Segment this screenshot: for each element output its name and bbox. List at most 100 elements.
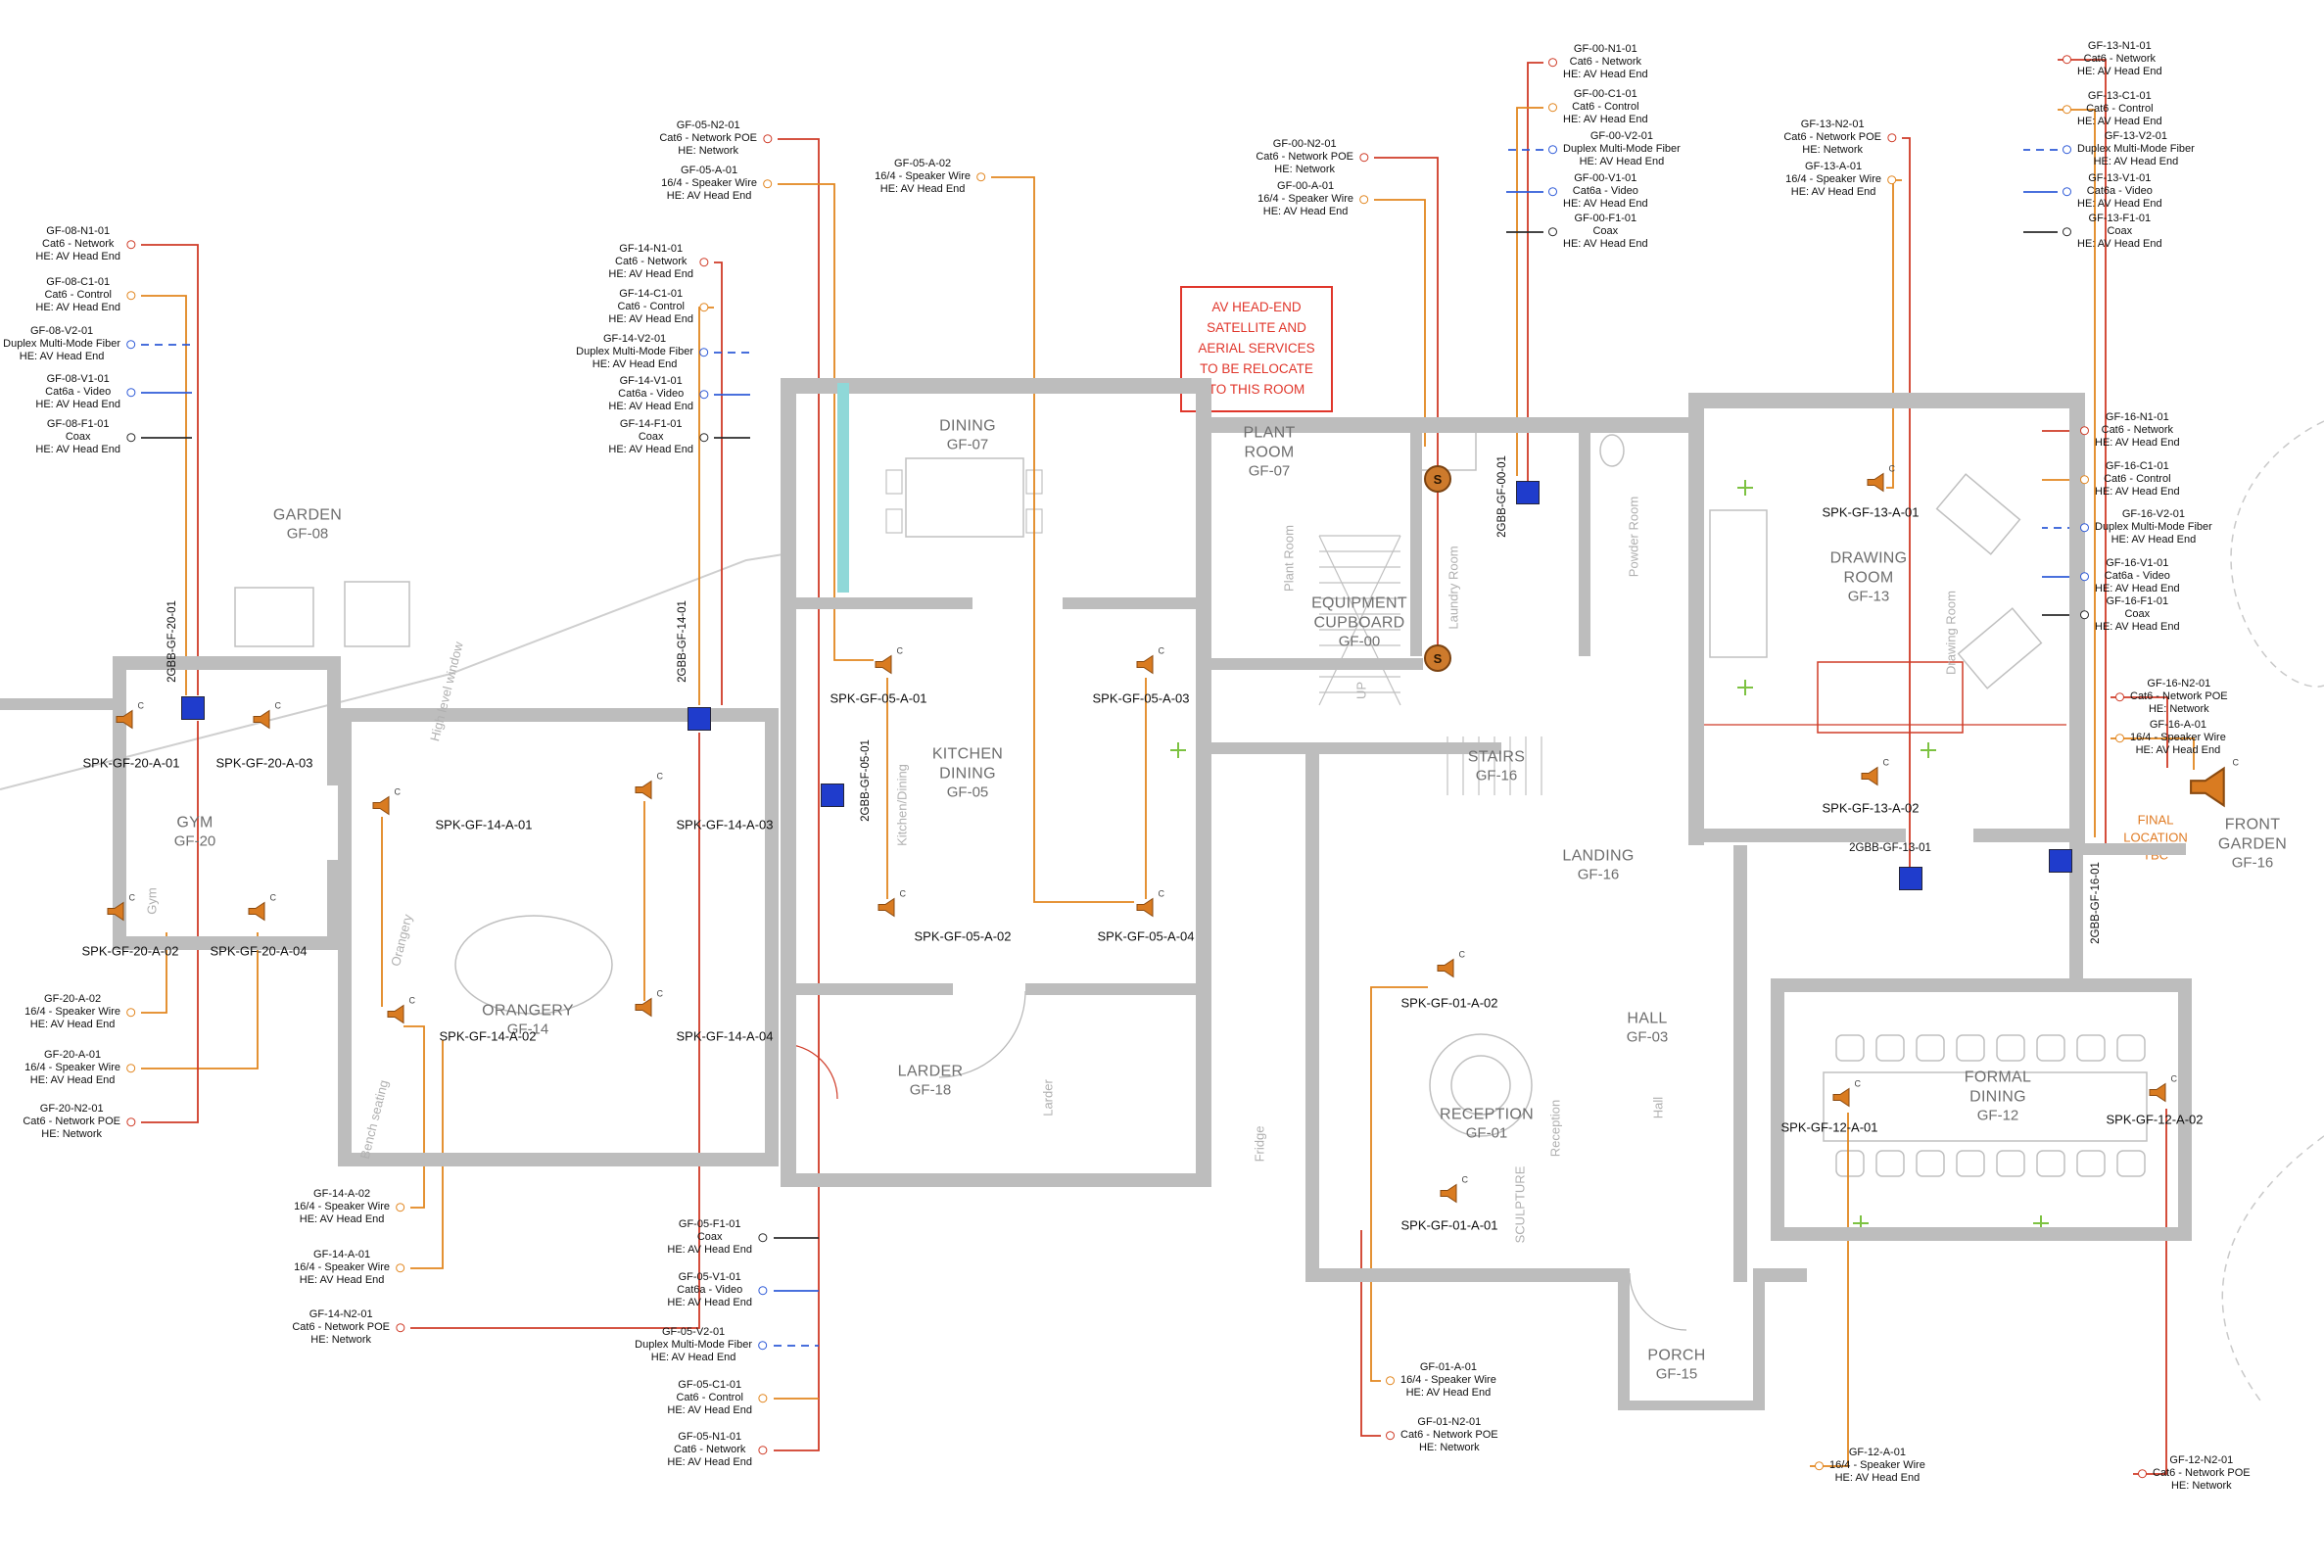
wall-segment	[1211, 658, 1423, 670]
cable-run-speaker	[2111, 737, 2195, 770]
callout-destination: HE: AV Head End	[1834, 1472, 1921, 1485]
callout-destination: HE: AV Head End	[667, 1456, 752, 1469]
cable-run-network	[2111, 696, 2168, 768]
dining-chair	[2116, 1150, 2146, 1177]
cable-connector-icon	[2080, 475, 2089, 485]
speaker-horn-glyph	[1136, 654, 1154, 675]
cable-connector-icon	[126, 1064, 135, 1073]
callout-cable-type: 16/4 - Speaker Wire	[294, 1201, 390, 1213]
cable-run-network	[141, 244, 199, 695]
wall-segment	[781, 378, 1211, 394]
cable-run-network	[1374, 157, 1439, 646]
callout-cable-type: 16/4 - Speaker Wire	[1829, 1459, 1925, 1472]
speaker-circuit-flag: C	[269, 892, 277, 903]
cable-connector-icon	[976, 172, 985, 182]
callout-id: GF-16-V2-01	[2121, 508, 2186, 521]
wall-segment	[796, 597, 972, 609]
room-code: GF-16	[1475, 767, 1518, 784]
cable-connector-icon	[1359, 153, 1368, 163]
callout-destination: HE: AV Head End	[666, 190, 752, 203]
speaker-circuit-flag: C	[1882, 757, 1890, 768]
area-label: Drawing Room	[1943, 591, 1959, 675]
furniture-outline	[905, 457, 1024, 538]
dining-chair	[885, 508, 903, 534]
dining-chair	[1916, 1034, 1945, 1062]
speaker-icon: C	[1861, 758, 1889, 791]
speaker-label-spk-gf-05-a-02: SPK-GF-05-A-02	[914, 928, 1012, 944]
room-code: GF-16	[2231, 854, 2274, 872]
garden-outline	[2230, 420, 2324, 688]
cable-run-speaker	[1370, 986, 1428, 1382]
callout-destination: HE: AV Head End	[1405, 1387, 1492, 1400]
door-swing	[938, 990, 1026, 1078]
cable-run-control	[141, 295, 187, 695]
callout-destination: HE: Network	[1274, 164, 1336, 176]
room-code: GF-15	[1655, 1365, 1698, 1383]
wall-segment	[2069, 393, 2085, 843]
callout-cable-type: Cat6 - Network	[674, 1444, 746, 1456]
wall-segment	[327, 656, 341, 785]
callout-destination: HE: AV Head End	[2077, 116, 2162, 128]
wall-segment	[1618, 1401, 1765, 1410]
room-code: GF-07	[946, 436, 989, 453]
wall-segment	[2069, 843, 2083, 980]
callout-destination: HE: AV Head End	[650, 1352, 736, 1364]
callout-id: GF-00-C1-01	[1573, 88, 1637, 101]
speaker-icon: C	[372, 787, 401, 821]
room-code: GF-20	[173, 832, 216, 850]
speaker-horn-glyph	[372, 795, 390, 816]
speaker-label-spk-gf-14-a-03: SPK-GF-14-A-03	[676, 817, 774, 832]
sensor-marker: S	[1424, 644, 1451, 672]
cable-connector-icon	[699, 433, 708, 443]
callout-destination: HE: AV Head End	[1790, 186, 1876, 199]
callout-cable-type: 16/4 - Speaker Wire	[661, 177, 757, 190]
cable-run-speaker	[403, 1025, 425, 1209]
wall-segment	[1618, 1268, 1630, 1407]
callout-destination: HE: AV Head End	[299, 1213, 385, 1226]
speaker-horn-glyph	[248, 901, 265, 922]
callout-id: GF-14-A-01	[313, 1249, 371, 1261]
sofa-outline	[1957, 607, 2043, 689]
speaker-circuit-flag: C	[1158, 645, 1165, 656]
callout-id: GF-05-C1-01	[678, 1379, 742, 1392]
speaker-circuit-flag: C	[408, 995, 416, 1006]
callout-id: GF-13-A-01	[1805, 161, 1863, 173]
wall-segment	[1025, 983, 1196, 995]
cable-run-speaker	[1886, 179, 1902, 489]
speaker-label-spk-gf-20-a-02: SPK-GF-20-A-02	[81, 943, 179, 959]
callout-destination: HE: AV Head End	[29, 1074, 116, 1087]
speaker-horn-glyph	[1867, 472, 1884, 493]
wall-segment	[1196, 378, 1211, 1187]
final-location-tbc-note: FINAL LOCATION TBC	[2123, 812, 2188, 864]
wall-segment	[1579, 417, 1590, 656]
keypad-2gbb-gf-20-01	[181, 696, 205, 720]
callout-cable-type: Cat6 - Control	[44, 289, 112, 302]
wall-segment	[781, 1173, 1211, 1187]
area-label: SCULPTURE	[1512, 1165, 1528, 1244]
wall-segment	[0, 698, 113, 710]
dining-chair	[1996, 1150, 2025, 1177]
speaker-icon-large: C	[2189, 758, 2239, 813]
callout-id: GF-16-C1-01	[2105, 460, 2169, 473]
callout-id: GF-20-A-02	[44, 993, 102, 1006]
callout-id: GF-08-V2-01	[29, 325, 94, 338]
keypad-label-2gbb-gf-20-01: 2GBB-GF-20-01	[166, 600, 178, 683]
callout-cable-type: Cat6a - Video	[2086, 185, 2153, 198]
speaker-label-spk-gf-14-a-02: SPK-GF-14-A-02	[439, 1028, 537, 1044]
callout-cable-type: Coax	[2107, 225, 2133, 238]
